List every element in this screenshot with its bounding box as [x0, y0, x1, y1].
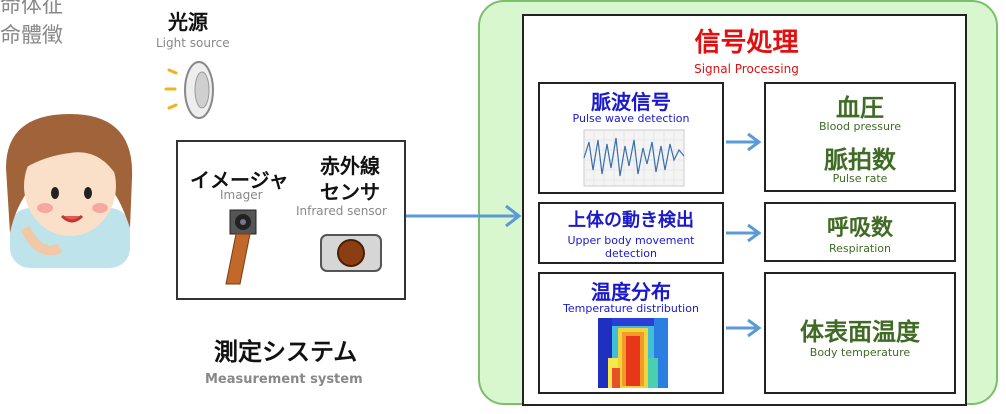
body-temperature-box: 体表面温度 Body temperature [764, 272, 956, 394]
patient-illustration [6, 114, 133, 268]
infrared-sensor-icon [320, 234, 382, 272]
temperature-title: 温度分布 [591, 280, 671, 304]
pulse-wave-title: 脈波信号 [591, 90, 671, 114]
pulse-rate-subtitle: Pulse rate [832, 172, 888, 185]
ir-sensor-title-line2: センサ [320, 180, 380, 204]
temperature-subtitle: Temperature distribution [563, 302, 699, 315]
light-source-title: 光源 [168, 10, 208, 34]
measurement-system-box: イメージャ Imager 赤外線 センサ Infrared sensor [176, 140, 406, 300]
corner-text-line2: 命體徵 [0, 23, 63, 47]
signal-processing-subtitle: Signal Processing [694, 62, 799, 76]
pulse-wave-subtitle: Pulse wave detection [572, 112, 690, 125]
pulse-wave-box: 脈波信号 Pulse wave detection [538, 82, 724, 194]
blood-pressure-title: 血圧 [836, 94, 884, 122]
arrow-pulse-to-bp [726, 132, 762, 152]
body-temperature-title: 体表面温度 [800, 318, 920, 346]
pulse-rate-title: 脈拍数 [824, 146, 896, 174]
arrow-temperature-to-body-temp [726, 318, 762, 338]
imager-subtitle: Imager [220, 188, 263, 202]
imager-title: イメージャ [190, 168, 289, 192]
corner-text-line1: 命体征 [0, 0, 63, 17]
light-bulb-icon [164, 61, 214, 119]
body-movement-subtitle-line2: detection [605, 247, 657, 260]
pulse-waveform-graph [583, 129, 685, 187]
blood-pressure-subtitle: Blood pressure [818, 120, 902, 133]
camera-module-icon [225, 209, 257, 285]
temperature-heatmap [598, 318, 668, 388]
arrow-sensor-to-processing [406, 204, 522, 228]
body-movement-title: 上体の動き検出 [568, 210, 694, 231]
respiration-subtitle: Respiration [828, 242, 892, 255]
bp-pulse-rate-box: 血圧 Blood pressure 脈拍数 Pulse rate [764, 82, 956, 192]
arrow-movement-to-respiration [726, 223, 762, 243]
measurement-system-subtitle: Measurement system [205, 372, 363, 387]
signal-processing-title: 信号処理 [694, 28, 799, 58]
signal-processing-inner: 信号処理 Signal Processing 脈波信号 Pulse wave d… [522, 14, 967, 406]
respiration-title: 呼吸数 [826, 216, 893, 241]
body-movement-subtitle-line1: Upper body movement [567, 234, 695, 247]
temperature-box: 温度分布 Temperature distribution [538, 272, 724, 394]
respiration-box: 呼吸数 Respiration [764, 202, 956, 262]
measurement-system-title: 測定システム [214, 338, 358, 366]
body-movement-box: 上体の動き検出 Upper body movement detection [538, 202, 724, 264]
light-source-subtitle: Light source [156, 36, 230, 50]
ir-sensor-subtitle: Infrared sensor [296, 204, 387, 218]
ir-sensor-title-line1: 赤外線 [320, 154, 380, 178]
body-temperature-subtitle: Body temperature [809, 346, 911, 359]
